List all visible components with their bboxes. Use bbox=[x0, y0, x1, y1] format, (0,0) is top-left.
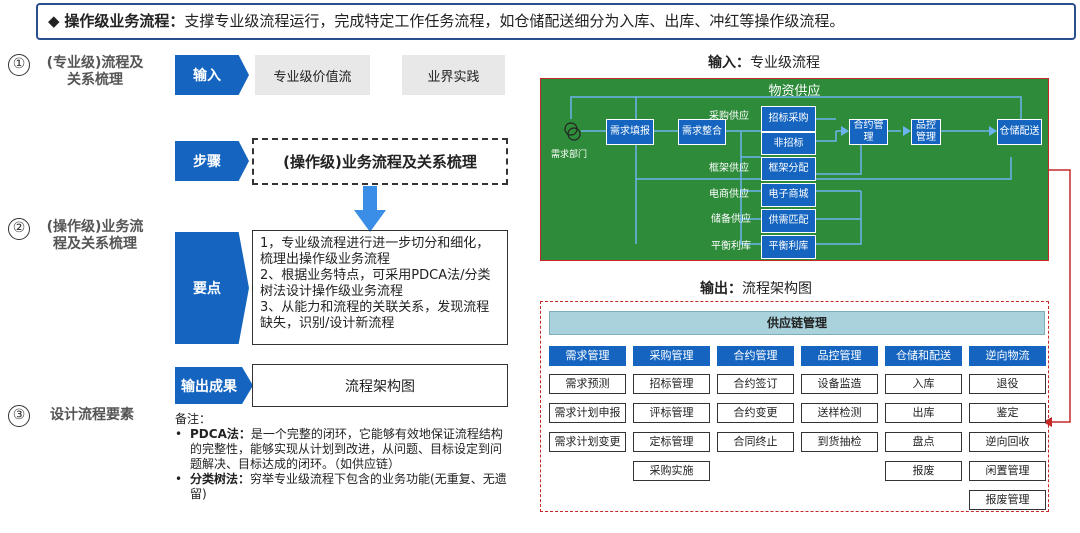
banner-text: 支撑专业级流程运行，完成特定工作任务流程，如仓储配送细分为入库、出库、冲红等操作… bbox=[184, 12, 845, 30]
process-item: 盘点 bbox=[885, 432, 962, 452]
node-nonbid: 非招标 bbox=[761, 132, 816, 155]
column-header: 合约管理 bbox=[717, 346, 794, 366]
process-item: 报废 bbox=[885, 461, 962, 481]
process-title: 物资供应 bbox=[768, 84, 821, 99]
output-label: 输出成果 bbox=[175, 367, 253, 404]
node-warehouse: 仓储配送 bbox=[997, 119, 1042, 145]
input-item-industry-practice: 业界实践 bbox=[402, 55, 505, 95]
process-item: 鉴定 bbox=[969, 403, 1046, 423]
section-number-3: ③ bbox=[8, 405, 30, 427]
points-label: 要点 bbox=[175, 232, 249, 344]
step-label: 步骤 bbox=[175, 141, 249, 181]
section-number-1: ① bbox=[8, 54, 30, 76]
notes: 备注： • PDCA法：是一个完整的闭环，它能够有效地保证流程结构的完整性，能够… bbox=[175, 412, 510, 502]
process-item: 定标管理 bbox=[633, 432, 710, 452]
process-item: 需求计划申报 bbox=[549, 403, 626, 423]
node-quality: 品控管理 bbox=[911, 119, 941, 145]
branch-label-ecommerce: 电商供应 bbox=[709, 189, 749, 200]
node-ecommerce: 电子商城 bbox=[761, 183, 816, 207]
note-title: 备注： bbox=[175, 412, 212, 426]
process-item: 需求预测 bbox=[549, 374, 626, 394]
note-term: PDCA法： bbox=[190, 427, 251, 441]
process-item: 需求计划变更 bbox=[549, 432, 626, 452]
note-text: 穷举专业级流程下包含的业务功能(无重复、无遗留) bbox=[190, 472, 507, 501]
branch-label-framework: 框架供应 bbox=[709, 163, 749, 174]
node-framework: 框架分配 bbox=[761, 157, 816, 181]
process-item: 合约变更 bbox=[717, 403, 794, 423]
point-item: 1，专业级流程进行进一步切分和细化，梳理出操作级业务流程 bbox=[260, 236, 490, 267]
caption-bold: 输出： bbox=[700, 281, 742, 297]
process-item: 入库 bbox=[885, 374, 962, 394]
point-item: 3、从能力和流程的关联关系，发现流程缺失，识别/设计新流程 bbox=[260, 300, 490, 331]
section-label-3: 设计流程要素 bbox=[50, 407, 134, 423]
points-box: 1，专业级流程进行进一步切分和细化，梳理出操作级业务流程 2、根据业务特点，可采… bbox=[252, 230, 508, 345]
node-contract: 合约管理 bbox=[849, 119, 888, 145]
note-term: 分类树法： bbox=[190, 472, 251, 486]
input-item-value-stream: 专业级价值流 bbox=[255, 55, 370, 95]
section-label-2: (操作级)业务流程及关系梳理 bbox=[46, 219, 144, 252]
process-item: 退役 bbox=[969, 374, 1046, 394]
column-header: 品控管理 bbox=[801, 346, 878, 366]
process-item: 设备监造 bbox=[801, 374, 878, 394]
node-supply: 供需匹配 bbox=[761, 209, 816, 233]
supply-chain-title: 供应链管理 bbox=[549, 311, 1045, 335]
process-item: 招标管理 bbox=[633, 374, 710, 394]
note-item: • PDCA法：是一个完整的闭环，它能够有效地保证流程结构的完整性，能够实现从计… bbox=[175, 427, 503, 471]
requester-label: 需求部门 bbox=[551, 150, 588, 160]
process-item: 送样检测 bbox=[801, 403, 878, 423]
point-item: 2、根据业务特点，可采用PDCA法/分类树法设计操作级业务流程 bbox=[260, 268, 491, 299]
node-need-report: 需求填报 bbox=[606, 119, 654, 145]
down-arrow-icon bbox=[354, 186, 386, 232]
connector-arrow-icon bbox=[1043, 169, 1071, 427]
bullet-icon: ◆ bbox=[48, 12, 60, 30]
process-item: 合同终止 bbox=[717, 432, 794, 452]
caption-text: 专业级流程 bbox=[750, 55, 820, 71]
note-item: • 分类树法：穷举专业级流程下包含的业务功能(无重复、无遗留) bbox=[175, 472, 507, 501]
node-balance: 平衡利库 bbox=[761, 235, 816, 259]
branch-label-purchase: 采购供应 bbox=[709, 111, 749, 122]
section-label-1: (专业级)流程及关系梳理 bbox=[46, 55, 144, 88]
process-item: 评标管理 bbox=[633, 403, 710, 423]
column-header: 需求管理 bbox=[549, 346, 626, 366]
output-diagram-caption: 输出：流程架构图 bbox=[700, 278, 812, 298]
input-label: 输入 bbox=[175, 55, 249, 95]
note-text: 是一个完整的闭环，它能够有效地保证流程结构的完整性，能够实现从计划到改进，从问题… bbox=[190, 427, 503, 471]
banner-title: 操作级业务流程： bbox=[64, 12, 185, 30]
input-diagram-caption: 输入：专业级流程 bbox=[708, 52, 820, 72]
top-banner: ◆ 操作级业务流程：支撑专业级流程运行，完成特定工作任务流程，如仓储配送细分为入… bbox=[36, 3, 1076, 40]
step-box: (操作级)业务流程及关系梳理 bbox=[252, 138, 508, 185]
column-header: 逆向物流 bbox=[969, 346, 1046, 366]
output-architecture-diagram: 供应链管理 需求管理需求预测需求计划申报需求计划变更 采购管理招标管理评标管理定标… bbox=[540, 301, 1049, 512]
caption-text: 流程架构图 bbox=[742, 281, 812, 297]
caption-bold: 输入： bbox=[708, 55, 750, 71]
process-item: 报废管理 bbox=[969, 490, 1046, 510]
node-bid: 招标采购 bbox=[761, 106, 816, 132]
process-item: 逆向回收 bbox=[969, 432, 1046, 452]
column-header: 仓储和配送 bbox=[885, 346, 962, 366]
output-box: 流程架构图 bbox=[252, 364, 508, 407]
process-item: 闲置管理 bbox=[969, 461, 1046, 481]
node-need-merge: 需求整合 bbox=[678, 119, 726, 145]
process-item: 合约签订 bbox=[717, 374, 794, 394]
section-number-2: ② bbox=[8, 218, 30, 240]
branch-label-balance: 平衡利库 bbox=[711, 241, 751, 252]
process-item: 采购实施 bbox=[633, 461, 710, 481]
process-item: 出库 bbox=[885, 403, 962, 423]
process-item: 到货抽检 bbox=[801, 432, 878, 452]
branch-label-reserve: 储备供应 bbox=[711, 214, 751, 225]
input-process-diagram: 物资供应 bbox=[540, 78, 1049, 261]
column-header: 采购管理 bbox=[633, 346, 710, 366]
